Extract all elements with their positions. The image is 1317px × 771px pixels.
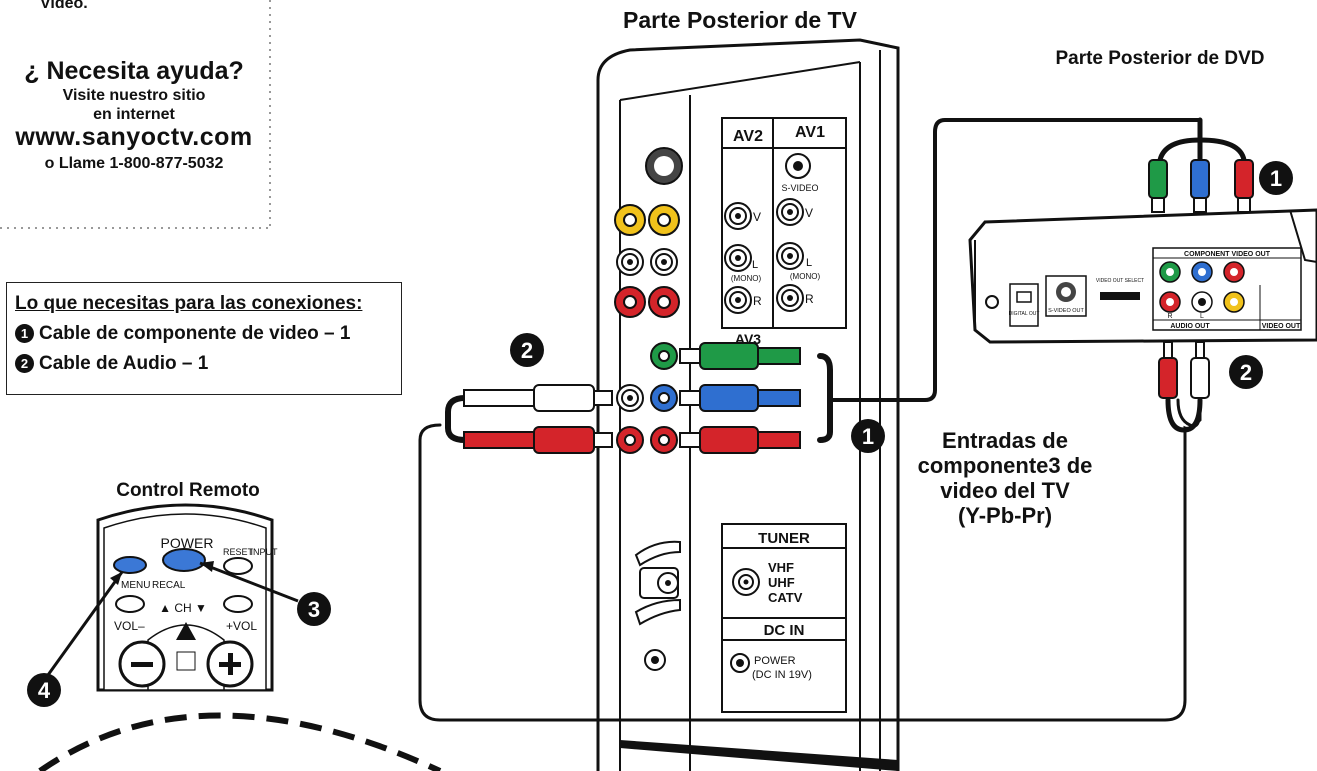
svg-text:video del TV: video del TV <box>940 478 1070 503</box>
av1-l-label: L <box>806 257 812 269</box>
remote-ch-label: ▲ CH ▼ <box>159 601 207 615</box>
remote-vol-minus-label: VOL– <box>114 619 145 633</box>
needs-item-text: Cable de Audio – 1 <box>39 353 209 374</box>
remote-control: POWER RESET INPUT MENU RECAL ▲ CH ▼ VOL–… <box>46 503 299 692</box>
needs-marker: 2 <box>15 354 34 373</box>
entradas-label: Entradas de componente3 de video del TV … <box>918 428 1093 528</box>
needs-heading: Lo que necesitas para las conexiones: <box>15 293 363 314</box>
vhf-label: VHF <box>768 560 794 575</box>
help-line2: en internet <box>93 106 175 123</box>
av1-r-label: R <box>805 292 814 306</box>
remote-reset-label: RESET <box>223 547 254 557</box>
dvd-l-label: L <box>1200 313 1204 320</box>
svideo-label: S-VIDEO <box>781 183 818 193</box>
minus-icon <box>131 662 153 667</box>
dashed-arc <box>38 712 442 771</box>
power-jack-label: POWER <box>754 655 796 667</box>
svg-text:1: 1 <box>862 424 874 449</box>
dvd-video-out-label: VIDEO OUT <box>1262 323 1301 330</box>
svg-text:2: 2 <box>521 338 533 363</box>
av2-label: AV2 <box>733 128 763 145</box>
marker-4-remote: 4 <box>27 673 61 707</box>
audio-cable <box>418 341 1210 722</box>
av1-v-label: V <box>805 206 813 220</box>
remote-recall-button[interactable] <box>113 556 147 574</box>
marker-1-dvd: 1 <box>1259 161 1293 195</box>
help-box-border <box>0 0 271 229</box>
help-url[interactable]: www.sanyoctv.com <box>15 123 253 151</box>
av2-l-label: L <box>752 259 758 271</box>
svideo-jack-left <box>645 147 683 185</box>
remote-ch-up-icon[interactable] <box>176 622 196 640</box>
remote-reset-button[interactable] <box>223 557 253 575</box>
svg-text:3: 3 <box>308 597 320 622</box>
av2-r-label: R <box>753 294 762 308</box>
svg-text:(Y-Pb-Pr): (Y-Pb-Pr) <box>958 503 1052 528</box>
power-jack-sublabel: (DC IN 19V) <box>752 669 812 681</box>
av2-v-label: V <box>753 210 761 224</box>
help-phone: o Llame 1-800-877-5032 <box>44 155 224 172</box>
tv-back-title: Parte Posterior de TV <box>623 7 858 33</box>
svg-text:Entradas de: Entradas de <box>942 428 1068 453</box>
needs-item-text: Cable de componente de video – 1 <box>39 323 351 344</box>
remote-title: Control Remoto <box>116 480 260 501</box>
svg-text:4: 4 <box>38 678 51 703</box>
svg-text:1: 1 <box>1270 166 1282 191</box>
remote-vol-plus-label: +VOL <box>226 619 257 633</box>
dvd-audio-out-label: AUDIO OUT <box>1170 323 1210 330</box>
dvd-back-title: Parte Posterior de DVD <box>1055 48 1264 69</box>
av2-mono-label: (MONO) <box>731 274 762 283</box>
top-cut-text: Video. <box>40 0 88 12</box>
uhf-label: UHF <box>768 575 795 590</box>
needs-item: 2 Cable de Audio – 1 <box>15 349 393 379</box>
dcin-label: DC IN <box>764 622 805 639</box>
remote-menu-button[interactable] <box>115 595 145 613</box>
marker-2-dvd: 2 <box>1229 355 1263 389</box>
remote-input-button[interactable] <box>223 595 253 613</box>
dvd-r-label: R <box>1167 313 1172 320</box>
marker-3-remote: 3 <box>297 592 331 626</box>
tv-back-panel: AV2 AV1 S-VIDEO V V L (MONO) L (MONO) R … <box>596 38 900 771</box>
remote-power-button[interactable] <box>162 548 206 572</box>
av1-label: AV1 <box>795 124 825 141</box>
remote-recal-label: RECAL <box>152 580 186 591</box>
av1-mono-label: (MONO) <box>790 272 821 281</box>
needs-marker: 1 <box>15 324 34 343</box>
component-cable <box>679 117 1254 454</box>
marker-2-tv: 2 <box>510 333 544 367</box>
svg-text:2: 2 <box>1240 360 1252 385</box>
dvd-svideo-label: S-VIDEO OUT <box>1048 308 1084 314</box>
remote-menu-label: MENU <box>121 580 150 591</box>
catv-label: CATV <box>768 590 803 605</box>
dvd-back-panel: DIGITAL OUT S-VIDEO OUT VIDEO OUT SELECT… <box>968 208 1317 344</box>
remote-power-label: POWER <box>161 535 214 551</box>
svg-text:componente3 de: componente3 de <box>918 453 1093 478</box>
help-line1: Visite nuestro sitio <box>62 87 206 104</box>
remote-input-label: INPUT <box>251 547 279 557</box>
dvd-digital-out-label: DIGITAL OUT <box>1009 311 1040 317</box>
dvd-component-label: COMPONENT VIDEO OUT <box>1184 251 1271 258</box>
needs-item: 1 Cable de componente de video – 1 <box>15 319 393 349</box>
help-block: ¿ Necesita ayuda? Visite nuestro sitio e… <box>0 56 268 173</box>
dvd-vout-select-label: VIDEO OUT SELECT <box>1096 278 1144 284</box>
marker-1-tv: 1 <box>851 419 885 453</box>
help-title: ¿ Necesita ayuda? <box>24 57 244 85</box>
tuner-label: TUNER <box>758 530 810 547</box>
